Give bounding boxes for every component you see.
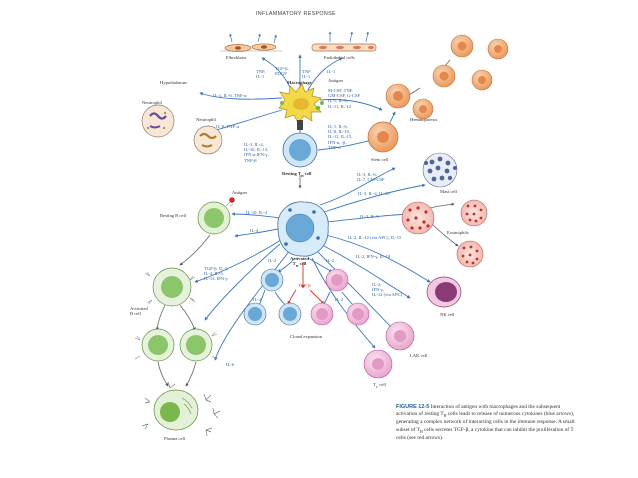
stem-cell: [367, 121, 399, 153]
cytokine-th-eos: IL-3, IL-5: [360, 214, 379, 219]
label-stem-cell: Stem cell: [371, 157, 389, 162]
cytokine-th-b: IL-10, IL-4: [246, 210, 267, 215]
cytokine-tgfb: TGF-β: [298, 283, 311, 288]
cytokine-mac-neut: IL-8, TNF-α: [216, 124, 239, 129]
resting-th-cell: [282, 120, 318, 168]
label-macrophage: Macrophage: [287, 80, 312, 85]
figure-caption: FIGURE 12-5 Interaction of antigen with …: [396, 404, 575, 441]
label-hypothalamus: Hypothalamus: [160, 80, 187, 85]
fibroblasts: [220, 33, 282, 52]
resting-b-cell: [197, 197, 235, 235]
caption-text-3: cells secretes TGF-β, a cytokine that ca…: [396, 426, 574, 441]
label-lak: LAK cell: [410, 353, 428, 358]
cytokine-th-stem2: IL-3, IL-6, IL-7, GM-CSF: [357, 172, 385, 183]
cytokine-b-act: TGF-β, IL-2, IL-4, IL-5, IL-13, IFN-γ: [204, 266, 229, 282]
eosinophil-granules: [406, 204, 483, 265]
cytokine-th-nk: IL-2, IL-12 (via APC), IL-15: [348, 235, 402, 240]
cytokine-il2-b: IL-2: [326, 258, 335, 263]
cytokine-mac-endo2: IL-1: [327, 69, 336, 74]
label-endothelial: Endothelial cells: [324, 55, 355, 60]
cytokine-th-mac: IL-3, IL-4, IL-10, IL-13, IFN-α,IFN-γ, T…: [244, 142, 269, 163]
hematopoiesis-cells: [385, 34, 509, 120]
lak-cell: [385, 321, 415, 351]
label-clonal: Clonal expansion: [290, 334, 323, 339]
caption-text-1: Interaction of antigen with macrophages …: [396, 404, 561, 418]
clonal-pink: [310, 268, 370, 326]
cytokine-il2-d: IL-2: [335, 297, 344, 302]
plasma-cell: [153, 389, 199, 431]
cytokine-th-nk2: IL-2, IFN-γ, IL-18: [356, 254, 391, 259]
label-hematopoiesis: Hematopoiesis: [410, 117, 438, 122]
cytokine-il6: IL-6: [226, 362, 235, 367]
cytokine-th-stem: IL-1, IL-6, IL-8, IL-10, IL-12, IL-15, I…: [328, 124, 353, 150]
cytokine-mac-fib2: TGF-β, PDGF: [275, 66, 289, 77]
label-eosinophils: Eosinophils: [447, 230, 469, 235]
tc-cell: [363, 349, 393, 379]
clonal-blue: [243, 268, 302, 326]
activated-b-cell: [141, 267, 213, 362]
neutrophil-top: [141, 104, 175, 138]
mast-cell: [422, 152, 458, 188]
label-resting-th: Resting TH cell: [282, 171, 312, 178]
nk-cell: [426, 276, 462, 308]
eosinophil-cells: [401, 199, 488, 268]
cytokine-th-lak: IL-2, IFN-γ, IL-12 (via APC): [372, 282, 403, 298]
caption-text-2: cells leads to release of numerous cytok…: [396, 411, 575, 433]
label-neutrophil: Neutrophil: [196, 117, 216, 122]
cytokine-th-b2: IL-4: [250, 228, 259, 233]
label-mast: Mast cell: [440, 189, 457, 194]
cytokine-mac-fib: TNF, IL-1: [256, 69, 266, 80]
label-tc: TC cell: [373, 382, 386, 389]
cytokine-mac-hypo: IL-1, IL-6, TNF-α: [213, 93, 247, 98]
label-resting-b: Resting B cell: [160, 213, 187, 218]
caption-head: FIGURE 12-5: [396, 404, 430, 410]
label-antigen-left: Antigen: [232, 190, 247, 195]
label-fibroblasts: Fibroblasts: [226, 55, 247, 60]
diagram-title: INFLAMMATORY RESPONSE: [256, 11, 336, 17]
cytokine-mac-hema: M-CSF, TNF, GM-CSF, G-CSF IL-1, IL-6, IL…: [328, 88, 361, 109]
label-plasma: Plasma cell: [164, 436, 186, 441]
label-nk: NK cell: [440, 312, 455, 317]
endothelial-cells: [311, 31, 377, 52]
cytokine-th-mast: IL-3, IL-4, IL-10: [358, 191, 390, 196]
cytokine-il2-a: IL-2: [268, 258, 277, 263]
cytokine-il2-c: IL-2: [253, 297, 262, 302]
b-cell-receptors: [134, 271, 218, 360]
neutrophil: [193, 125, 223, 155]
label-neutrophil-top: Neutrophil: [142, 100, 162, 105]
antibodies: [141, 381, 221, 437]
activated-th-cell: [277, 201, 329, 257]
label-antigen-top: Antigen: [328, 78, 343, 83]
cytokine-mac-endo: TNF IL-1: [302, 69, 311, 80]
macrophage-cell: [278, 83, 324, 124]
